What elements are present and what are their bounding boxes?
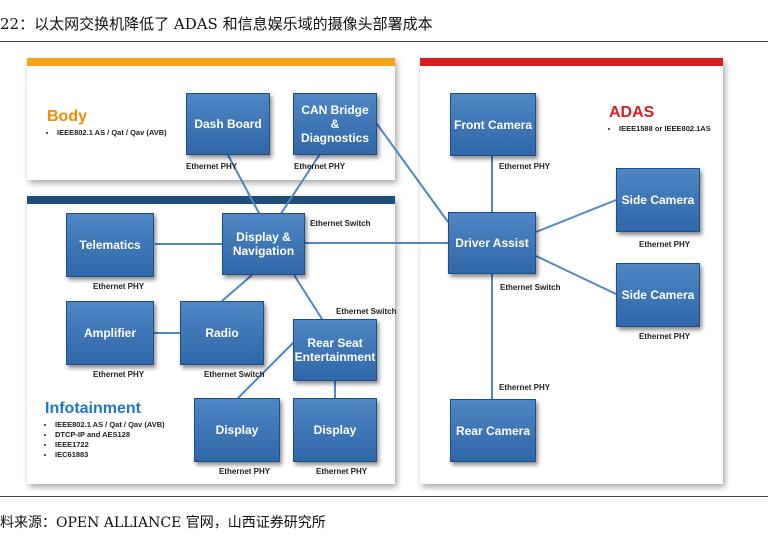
infotainment-bullets: IEEE802.1 AS / Qat / Qav (AVB) DTCP-IP a…: [45, 420, 205, 460]
link-display-rearseat: [293, 274, 323, 320]
display-left-box: Display: [194, 398, 280, 462]
radio-switch-label: Ethernet Switch: [204, 370, 265, 379]
side-camera-top-phy-label: Ethernet PHY: [639, 240, 691, 249]
dash-board-box: Dash Board: [186, 93, 270, 155]
bottom-rule: [0, 496, 768, 497]
body-title: Body: [47, 108, 87, 125]
body-bullet: IEEE802.1 AS / Qat / Qav (AVB): [57, 128, 187, 138]
side-camera-top-box: Side Camera: [616, 168, 700, 232]
display-left-phy-label: Ethernet PHY: [219, 467, 271, 476]
link-canbridge-display: [279, 153, 321, 216]
link-dashboard-display: [227, 154, 261, 216]
body-bullets: IEEE802.1 AS / Qat / Qav (AVB): [47, 128, 187, 138]
radio-box: Radio: [180, 301, 264, 365]
link-driver-side1: [535, 199, 617, 233]
adas-bullet: IEEE1588 or IEEE802.1AS: [619, 124, 729, 134]
rear-seat-switch-label: Ethernet Switch: [336, 307, 397, 316]
figure-caption: 22：以太网交换机降低了 ADAS 和信息娱乐域的摄像头部署成本: [0, 15, 433, 33]
infotainment-bullet: IEEE802.1 AS / Qat / Qav (AVB): [55, 420, 205, 430]
infotainment-bullet: IEC61883: [55, 450, 205, 460]
can-bridge-box: CAN Bridge & Diagnostics: [293, 93, 377, 155]
adas-title: ADAS: [609, 104, 655, 121]
display-right-phy-label: Ethernet PHY: [316, 467, 368, 476]
top-rule: [0, 41, 768, 42]
display-navigation-box: Display & Navigation: [222, 213, 305, 275]
link-canbridge-driver: [376, 123, 449, 223]
infotainment-bullet: IEEE1722: [55, 440, 205, 450]
body-panel-bar: [27, 58, 395, 66]
link-rearseat-display1: [237, 337, 299, 399]
source-note: 料来源：OPEN ALLIANCE 官网，山西证券研究所: [0, 515, 326, 531]
telematics-phy-label: Ethernet PHY: [93, 282, 145, 291]
rear-camera-phy-label: Ethernet PHY: [499, 383, 551, 392]
infotainment-panel-bar: [27, 196, 395, 204]
rear-seat-box: Rear Seat Entertainment: [293, 319, 377, 381]
rear-camera-box: Rear Camera: [450, 399, 536, 462]
side-camera-bottom-box: Side Camera: [616, 263, 700, 327]
link-display-radio: [221, 274, 253, 302]
front-camera-box: Front Camera: [450, 93, 536, 156]
link-driver-side2: [535, 255, 617, 295]
display-nav-switch-label: Ethernet Switch: [310, 219, 371, 228]
display-right-box: Display: [293, 398, 377, 462]
side-camera-bottom-phy-label: Ethernet PHY: [639, 332, 691, 341]
can-bridge-phy-label: Ethernet PHY: [294, 162, 346, 171]
driver-assist-box: Driver Assist: [448, 212, 536, 274]
infotainment-bullet: DTCP-IP and AES128: [55, 430, 205, 440]
amplifier-phy-label: Ethernet PHY: [93, 370, 145, 379]
telematics-box: Telematics: [66, 213, 154, 277]
driver-assist-switch-label: Ethernet Switch: [500, 283, 561, 292]
front-camera-phy-label: Ethernet PHY: [499, 162, 551, 171]
dash-board-phy-label: Ethernet PHY: [186, 162, 238, 171]
infotainment-title: Infotainment: [45, 400, 141, 417]
adas-panel-bar: [420, 58, 723, 66]
adas-bullets: IEEE1588 or IEEE802.1AS: [609, 124, 729, 134]
amplifier-box: Amplifier: [66, 301, 154, 365]
